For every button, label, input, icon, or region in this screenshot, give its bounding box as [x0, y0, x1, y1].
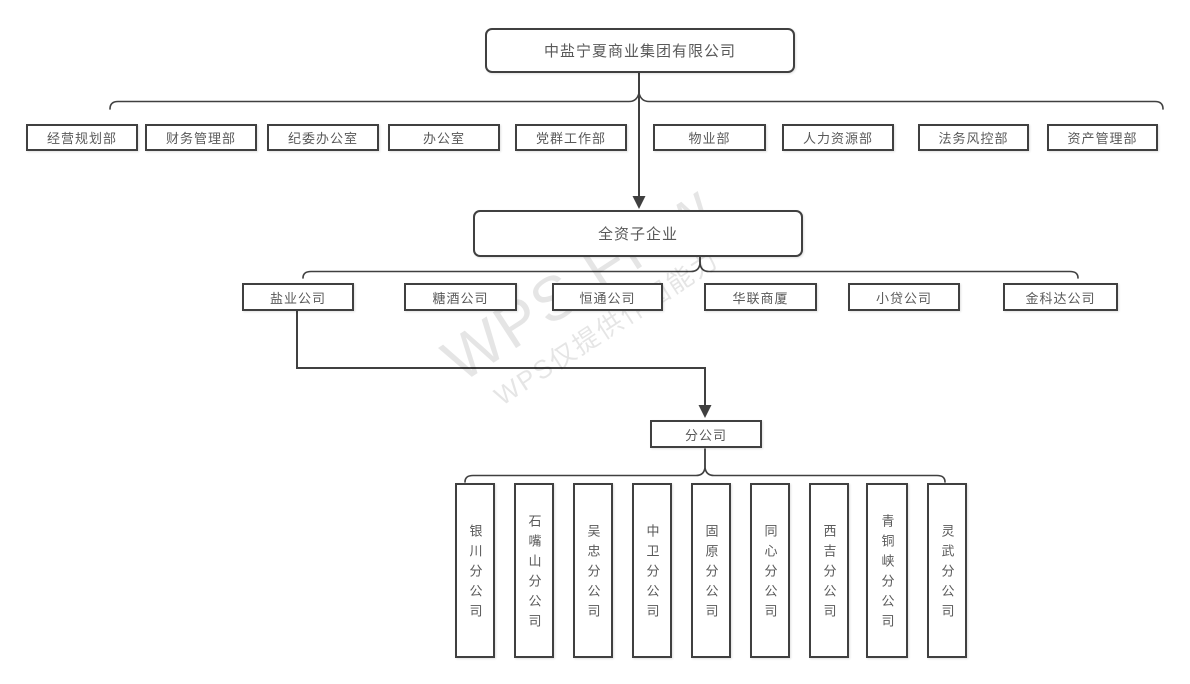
node-branch-tongxin[interactable]: 同心分公司: [750, 483, 790, 658]
node-sub-microloan[interactable]: 小贷公司: [848, 283, 960, 311]
node-dept-planning[interactable]: 经营规划部: [26, 124, 138, 151]
node-branch-lingwu[interactable]: 灵武分公司: [927, 483, 967, 658]
node-branch-guyuan[interactable]: 固原分公司: [691, 483, 731, 658]
node-dept-finance[interactable]: 财务管理部: [145, 124, 257, 151]
node-dept-discipline-office[interactable]: 纪委办公室: [267, 124, 379, 151]
node-subsidiary-group[interactable]: 全资子企业: [473, 210, 803, 257]
node-sub-jinkeda[interactable]: 金科达公司: [1003, 283, 1118, 311]
arrow-root-to-subsidiary-group: [632, 72, 646, 209]
arrow-salt-to-branch-group: [296, 310, 712, 418]
node-branch-zhongwei[interactable]: 中卫分公司: [632, 483, 672, 658]
node-sub-hualian-plaza[interactable]: 华联商厦: [704, 283, 817, 311]
node-branch-group[interactable]: 分公司: [650, 420, 762, 448]
node-sub-salt[interactable]: 盐业公司: [242, 283, 354, 311]
node-branch-wuzhong[interactable]: 吴忠分公司: [573, 483, 613, 658]
brace-branches: [464, 448, 946, 483]
node-dept-general-office[interactable]: 办公室: [388, 124, 500, 151]
brace-departments: [109, 92, 1164, 110]
node-sub-hengtong[interactable]: 恒通公司: [552, 283, 663, 311]
node-dept-property[interactable]: 物业部: [653, 124, 766, 151]
node-branch-qingtongxia[interactable]: 青铜峡分公司: [866, 483, 908, 658]
node-dept-legal-risk[interactable]: 法务风控部: [918, 124, 1029, 151]
node-root-company[interactable]: 中盐宁夏商业集团有限公司: [485, 28, 795, 73]
node-dept-party-work[interactable]: 党群工作部: [515, 124, 627, 151]
node-branch-xiji[interactable]: 西吉分公司: [809, 483, 849, 658]
node-sub-sugar-wine[interactable]: 糖酒公司: [404, 283, 517, 311]
node-branch-yinchuan[interactable]: 银川分公司: [455, 483, 495, 658]
brace-subsidiaries: [302, 256, 1079, 279]
node-dept-hr[interactable]: 人力资源部: [782, 124, 894, 151]
node-dept-asset-mgmt[interactable]: 资产管理部: [1047, 124, 1158, 151]
node-branch-shizuishan[interactable]: 石嘴山分公司: [514, 483, 554, 658]
